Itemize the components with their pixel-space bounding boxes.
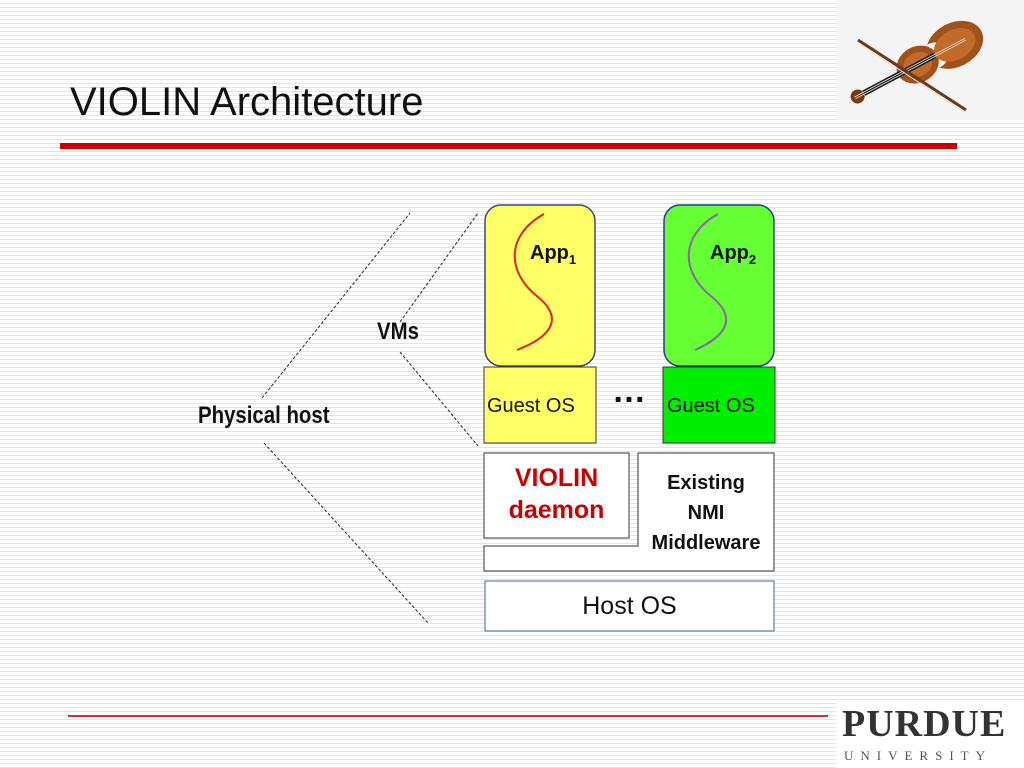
- middleware-box: [483, 452, 775, 572]
- vms-lower-line: [399, 351, 479, 447]
- app1-subscript: 1: [568, 252, 577, 267]
- host-os-box: [484, 580, 775, 632]
- footer-rule: [68, 715, 828, 717]
- guest-os-2-label: Guest OS: [667, 395, 755, 417]
- physical-host-label: Physical host: [198, 402, 330, 429]
- app1-box: [484, 204, 596, 367]
- physical-host-lower-line: [263, 442, 429, 624]
- app1-label: App1: [530, 242, 576, 267]
- violin-daemon-line2: daemon: [508, 496, 605, 524]
- guest-os-1-label: Guest OS: [487, 395, 575, 417]
- purdue-logo-name: PURDUE: [842, 703, 1007, 745]
- title-underline: [60, 143, 957, 149]
- nmi-line1: Existing: [667, 472, 745, 494]
- app1-text: App: [530, 242, 569, 264]
- nmi-line2: NMI: [687, 502, 725, 524]
- nmi-line3: Middleware: [651, 532, 761, 554]
- violin-daemon-line1: VIOLIN: [514, 464, 599, 492]
- violin-daemon-box: [483, 452, 630, 539]
- violin-daemon-label: VIOLIN daemon: [484, 462, 629, 526]
- host-os-label: Host OS: [582, 592, 677, 620]
- app2-process-curve: [687, 213, 727, 351]
- physical-host-upper-line: [261, 212, 411, 399]
- guest-os-1-box: [483, 366, 597, 444]
- vms-upper-line: [399, 212, 479, 323]
- vms-label: VMs: [377, 318, 419, 345]
- app2-text: App: [710, 242, 749, 264]
- vm-ellipsis: …: [612, 372, 646, 410]
- purdue-logo-sub: UNIVERSITY: [844, 748, 992, 763]
- slide-title: VIOLIN Architecture: [70, 80, 424, 124]
- app2-box: [663, 204, 775, 367]
- app2-subscript: 2: [748, 252, 757, 267]
- purdue-logo: PURDUE UNIVERSITY: [836, 700, 1024, 768]
- app1-process-curve: [513, 213, 553, 351]
- nmi-middleware-label: Existing NMI Middleware: [638, 468, 774, 558]
- violin-image: [836, 0, 1024, 120]
- guest-os-2-box: [662, 366, 776, 444]
- app2-label: App2: [710, 242, 756, 267]
